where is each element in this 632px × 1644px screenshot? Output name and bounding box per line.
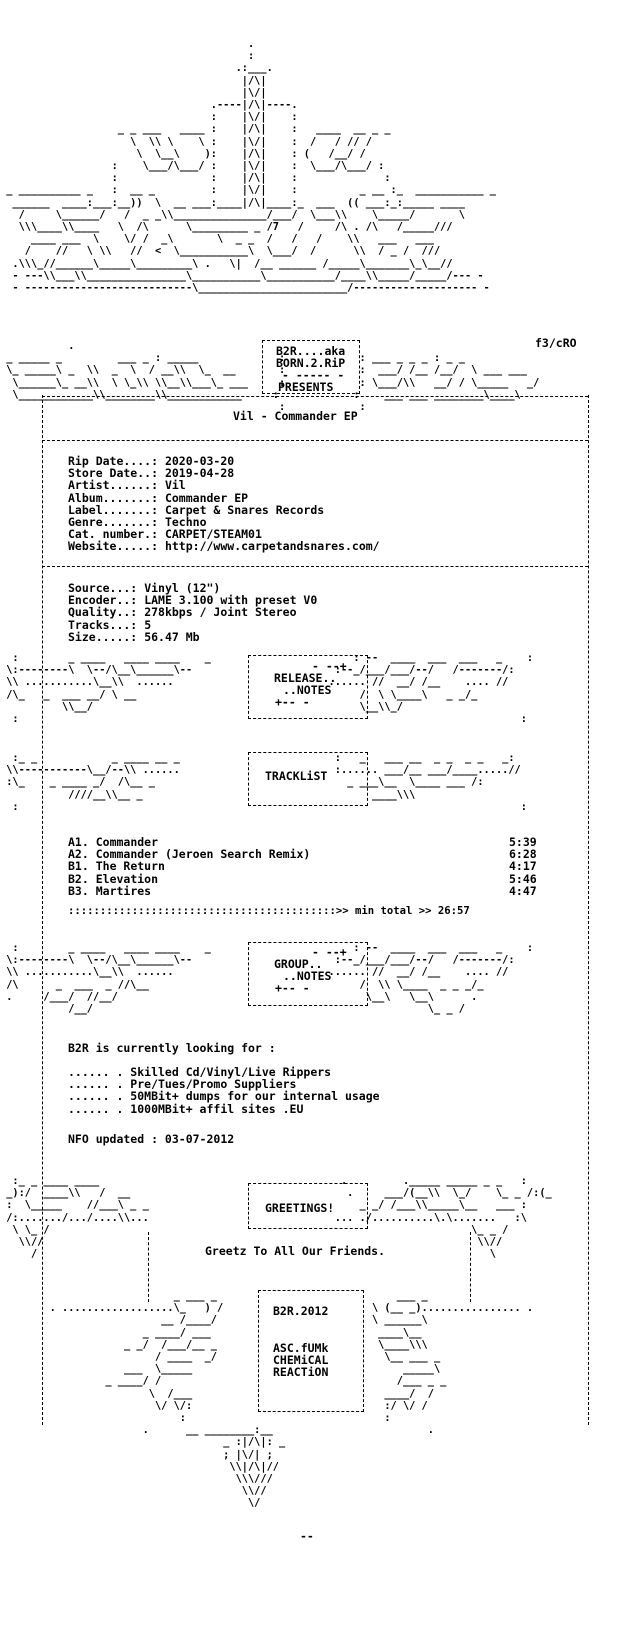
footer-year: B2R.2012 [273, 1304, 329, 1318]
release-notes-title-1: RELEASE.. [274, 671, 337, 685]
footer-line-3: REACTiON [273, 1365, 329, 1379]
frame-left-border [42, 395, 43, 1425]
track-number: B1. [68, 859, 89, 874]
source-row: Source...: Vinyl (12") [68, 581, 221, 595]
crew-dash: - ----- - [282, 368, 345, 382]
info-block: Rip Date....: 2020-03-20 Store Date..: 2… [68, 455, 380, 553]
greetings-divider-art: :_ _ ____ ____ . ._____ _____ _ _ : _):/… [6, 1175, 552, 1261]
source-row: Encoder..: LAME 3.100 with preset V0 [68, 593, 318, 608]
group-notes-plus-2: +-- - [275, 981, 310, 995]
track-title: The Return [95, 859, 165, 874]
track-time: 6:28 [509, 847, 537, 862]
greetings-inner-right [470, 1232, 471, 1302]
track-times: 5:39 6:28 4:17 5:46 4:47 [509, 836, 537, 897]
track-number: A1. [68, 835, 89, 849]
source-block: Source...: Vinyl (12") Encoder..: LAME 3… [68, 582, 317, 643]
info-row: Rip Date....: 2020-03-20 [68, 454, 235, 468]
info-row: Album.......: Commander EP [68, 490, 249, 505]
footer-box [258, 1290, 364, 1412]
list-item: ...... . 50MBit+ dumps for our internal … [68, 1089, 380, 1104]
info-row: Cat. number.: CARPET/STEAM01 [68, 527, 262, 542]
track-row: B3. Martires [68, 885, 568, 897]
greetings-title: GREETINGS! [265, 1201, 335, 1215]
total-time-line: ::::::::::::::::::::::::::::::::::::::::… [68, 905, 470, 917]
group-notes-divider-art: : _ ____ ____ ____ _ : -- ____ ___ ___ _… [6, 942, 534, 1016]
looking-for-text: B2R is currently looking for : [68, 1041, 276, 1055]
track-title: Elevation [95, 871, 159, 886]
header-ascii-art: . : .:___. |/\| |\/| [6, 38, 496, 295]
group-notes-plus: - --+ [312, 945, 347, 959]
greetz-text: Greetz To All Our Friends. [205, 1244, 386, 1258]
tracklist-title: TRACKLiST [265, 769, 328, 783]
header-side-art: . _ _____ _ ___ _ : _____ : : ___ _ _ _ … [6, 340, 540, 414]
frame-right-border [588, 395, 589, 1425]
source-row: Quality..: 278kbps / Joint Stereo [68, 605, 297, 620]
presents-label: PRESENTS [278, 380, 334, 394]
footer-line-2: CHEMiCAL [273, 1353, 329, 1367]
track-number: B2. [68, 871, 89, 886]
track-row: B1. The Return [68, 860, 568, 872]
list-item: ...... . Skilled Cd/Vinyl/Live Rippers [68, 1065, 332, 1079]
track-time: 4:47 [509, 883, 537, 898]
source-row: Size.....: 56.47 Mb [68, 629, 200, 644]
footer-end-mark: -- [300, 1529, 314, 1543]
list-item: ...... . Pre/Tues/Promo Suppliers [68, 1077, 297, 1092]
group-notes-title-2: ..NOTES [283, 969, 332, 983]
group-notes-title-1: GROUP.. [274, 957, 323, 971]
looking-list: ...... . Skilled Cd/Vinyl/Live Rippers .… [68, 1066, 380, 1115]
list-item: ...... . 1000MBit+ affil sites .EU [68, 1101, 304, 1116]
info-row: Website.....: http://www.carpetandsnares… [68, 539, 380, 554]
tracklist: A1. Commander A2. Commander (Jeroen Sear… [68, 836, 568, 897]
info-bottom-rule [42, 566, 588, 567]
track-title: Commander [95, 835, 159, 849]
info-row: Label.......: Carpet & Snares Records [68, 502, 325, 517]
track-number: B3. [68, 883, 89, 898]
track-time: 5:46 [509, 871, 537, 886]
track-title: Martires [95, 883, 152, 898]
title-top-rule [42, 396, 588, 397]
info-row: Store Date..: 2019-04-28 [68, 466, 235, 481]
greetings-box [248, 1183, 368, 1229]
presents-box [262, 340, 360, 394]
release-notes-title-2: ..NOTES [283, 683, 332, 697]
crew-line-1: B2R....aka [276, 344, 346, 358]
tracklist-box [248, 752, 368, 806]
crew-line-2: BORN.2.RiP [276, 356, 346, 370]
release-notes-box [248, 655, 368, 719]
info-row: Artist......: Vil [68, 478, 186, 493]
track-time: 4:17 [509, 859, 537, 874]
release-notes-plus-2: +-- - [275, 695, 310, 709]
track-title: Commander (Jeroen Search Remix) [95, 847, 311, 862]
nfo-updated: NFO updated : 03-07-2012 [68, 1132, 235, 1146]
footer-ascii-art: _ ___ _ ___ _ . ..................\_ ) /… [49, 1290, 534, 1510]
release-notes-plus: - --+ [312, 659, 347, 673]
greetings-inner-left [148, 1232, 149, 1302]
group-notes-box [248, 942, 368, 1006]
track-row: A1. Commander [68, 836, 568, 848]
release-title: Vil - Commander EP [233, 409, 358, 423]
artist-credit: f3/cRO [535, 336, 577, 350]
footer-line-1: ASC.fUMk [273, 1341, 329, 1355]
track-time: 5:39 [509, 835, 537, 849]
title-bottom-rule [42, 440, 588, 441]
source-row: Tracks...: 5 [68, 617, 152, 632]
track-row: A2. Commander (Jeroen Search Remix) [68, 848, 568, 860]
tracklist-divider-art: :_ _ _ ____ __ _ : _ ___ __ _ _ _ _ _: \… [6, 752, 527, 813]
track-number: A2. [68, 847, 89, 862]
release-notes-divider-art: : _ ____ ____ ____ _ : -- ____ ___ ___ _… [6, 652, 534, 726]
info-row: Genre.......: Techno [68, 515, 207, 530]
track-row: B2. Elevation [68, 873, 568, 885]
